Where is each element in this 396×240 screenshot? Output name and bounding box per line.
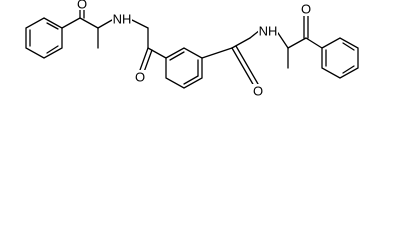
central-benzene-ring <box>165 47 203 89</box>
bond-amide-ring-right <box>201 47 233 59</box>
chemical-structure: O NH O NH O O <box>25 0 359 99</box>
bond-alpha-nh-left <box>97 19 113 29</box>
atom-label-nh-right: NH <box>259 24 278 39</box>
bond-carbonyl-phenyl-right <box>305 37 323 49</box>
atom-label-nh-left: NH <box>113 12 132 27</box>
bond-phenyl-carbonyl-left <box>61 17 81 29</box>
atom-label-amide-o-left: O <box>135 70 145 85</box>
right-amide <box>201 29 261 87</box>
atom-label-amide-o-right: O <box>253 84 263 99</box>
left-amide <box>139 27 167 73</box>
bond-amide-ring-left <box>147 47 167 59</box>
atom-label-ketone-o-right: O <box>301 2 311 17</box>
right-side-chain <box>275 13 323 69</box>
bond-alpha-carbonyl-right <box>287 37 307 49</box>
right-phenyl-ring <box>321 37 359 79</box>
atom-labels: O NH O NH O O <box>76 0 312 99</box>
bond-nh-amide-left <box>131 19 149 29</box>
bond-carbonyl-alpha-left <box>79 17 99 29</box>
atom-label-ketone-o-left: O <box>77 0 87 12</box>
left-side-chain <box>61 3 149 49</box>
left-phenyl-ring <box>25 17 63 59</box>
